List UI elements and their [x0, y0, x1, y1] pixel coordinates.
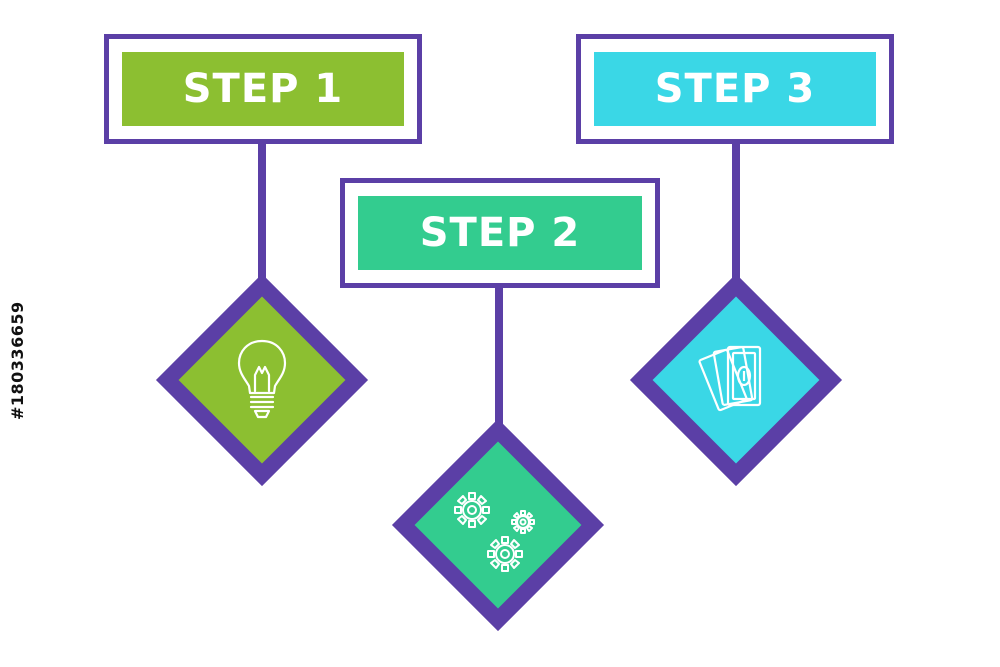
connector-step-1	[258, 140, 266, 280]
lightbulb-icon	[217, 333, 307, 423]
connector-step-3	[732, 140, 740, 280]
step-2-label: STEP 2	[358, 196, 642, 270]
step-3-label: STEP 3	[594, 52, 876, 126]
connector-step-2	[495, 285, 503, 425]
money-bills-icon	[690, 333, 780, 423]
step-2-box: STEP 2	[340, 178, 660, 288]
step-1-box: STEP 1	[104, 34, 422, 144]
gears-icon	[450, 488, 540, 578]
stock-id-watermark: #180336659	[8, 301, 27, 420]
step-3-box: STEP 3	[576, 34, 894, 144]
step-1-label: STEP 1	[122, 52, 404, 126]
